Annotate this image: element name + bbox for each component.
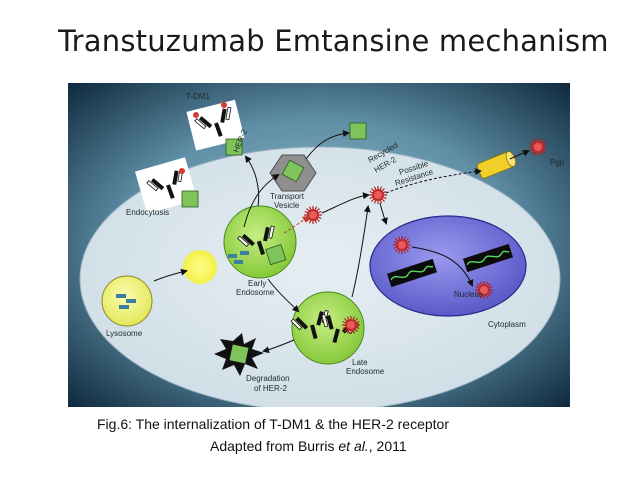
transport-vesicle-label-2: Vesicle [274,201,300,210]
figure-source: Adapted from Burris et al., 2011 [210,438,407,454]
payload-fragment [228,254,237,258]
degradation-label-2: of HER-2 [254,384,287,393]
late-endosome-label-2: Endosome [346,367,385,376]
slide-title: Transtuzumab Emtansine mechanism [58,24,609,58]
dna-strand-left [387,258,437,288]
early-endosome-label-1: Early [248,279,266,288]
nucleus [369,215,527,317]
mechanism-diagram: Nucleus Cytoplasm Early Endosome Lysosom… [68,83,570,407]
dna-strand-right [463,243,513,273]
lysosome-label: Lysosome [106,329,143,338]
cell-body [79,146,561,407]
arrow-payload-cytoplasm [321,192,370,214]
pgp-label: Pgp [550,158,565,167]
early-endosome-label-2: Endosome [236,288,275,297]
arrow-nucleus [411,246,474,287]
arrow-to-nucleus [379,202,388,225]
arrow-payload-release [283,215,310,234]
nucleus-label: Nucleus [454,290,483,299]
arrow-recycling [305,130,350,160]
arrow-efflux [509,150,530,160]
source-prefix: Adapted from Burris [210,438,339,454]
figure-caption: Fig.6: The internalization of T-DM1 & th… [97,416,449,432]
arrow-to-degradation [262,339,295,354]
fusion-vesicle [183,250,217,284]
degradation-label-1: Degradation [246,374,290,383]
cytoplasm-label: Cytoplasm [488,320,526,329]
late-endosome [291,291,365,365]
payload-late-endosome [341,315,361,335]
source-suffix: , 2011 [368,438,407,454]
source-italic: et al. [338,438,369,454]
tdm1-label: T-DM1 [186,92,211,101]
payload-effluxed [528,137,548,157]
arrow-to-transport [243,173,280,228]
arrow-late-to-cytoplasm [351,205,371,298]
transport-vesicle-label-1: Transport [270,192,305,201]
recycled-her2-receptor [349,122,367,140]
payload-cytoplasm-2 [368,185,388,205]
endocytosis-label: Endocytosis [126,208,169,217]
late-endosome-label-1: Late [352,358,368,367]
arrow-to-lysosome [153,268,188,282]
arrow-to-late-endosome [267,278,300,313]
arrow-endocytosis [244,155,260,207]
payload-nucleus-1 [392,235,412,255]
payload-cytoplasm-1 [303,205,323,225]
arrow-to-pgp [385,168,482,194]
